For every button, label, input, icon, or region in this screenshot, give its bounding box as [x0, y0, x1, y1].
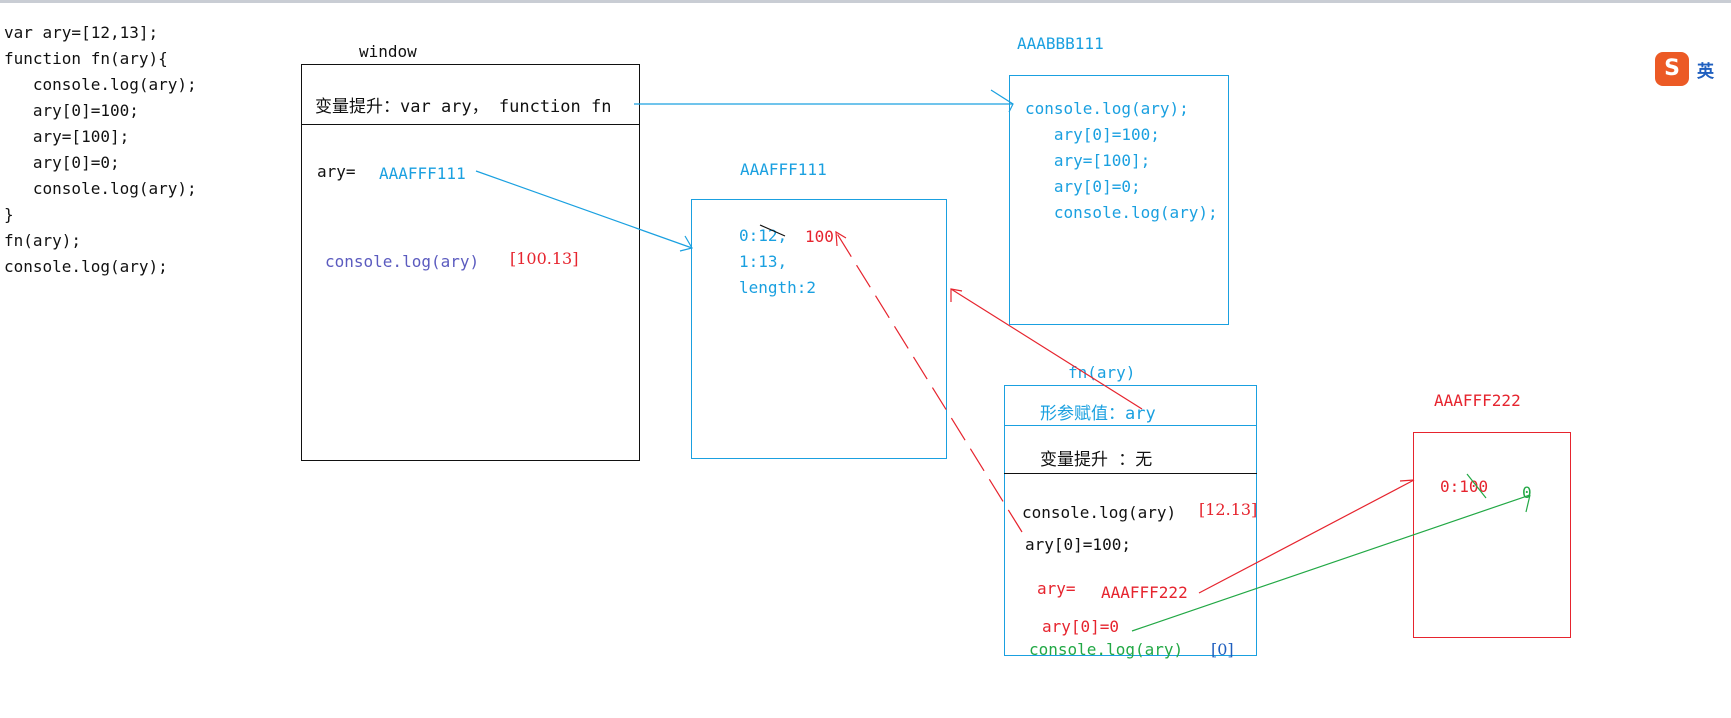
code-line: fn(ary);	[4, 231, 82, 250]
func-code-line: ary[0]=100;	[1025, 125, 1160, 144]
func-code-line: ary[0]=0;	[1025, 177, 1141, 196]
func-heap-title: AAABBB111	[1017, 34, 1104, 53]
code-line: console.log(ary);	[4, 257, 168, 276]
fn-hoisting: 变量提升 ：无	[1040, 450, 1153, 470]
fn-line-set-zero: ary[0]=0	[1042, 617, 1120, 636]
window-ary-ref: AAAFFF111	[379, 164, 466, 183]
code-line: var ary=[12,13];	[4, 23, 159, 42]
heap2-row0-new-value: 0	[1522, 483, 1532, 502]
fn-line-ary-label: ary=	[1037, 579, 1076, 598]
window-scope-box	[301, 64, 640, 461]
ime-indicator[interactable]: S 英	[1655, 52, 1731, 86]
func-heap-box	[1009, 75, 1229, 325]
arrow-head	[1525, 494, 1531, 513]
heap1-box	[691, 199, 947, 459]
heap1-row0: 0:12,	[739, 226, 788, 245]
arrow-set-zero-to-heap2	[1131, 494, 1531, 632]
arrow-head	[835, 230, 847, 247]
window-divider	[301, 124, 640, 125]
strike-heap2-value	[1466, 473, 1487, 499]
window-console-result: [100.13]	[510, 249, 579, 268]
dashed-modify-arrow	[835, 231, 1023, 533]
arrow-head	[679, 235, 693, 252]
heap1-row1: 1:13,	[739, 252, 788, 271]
window-ary-label: ary=	[317, 162, 356, 181]
heap1-title: AAAFFF111	[740, 160, 827, 179]
fn-line-console-result: [12.13]	[1199, 500, 1258, 519]
heap1-length: length:2	[739, 278, 817, 297]
fn-line-assign-index: ary[0]=100;	[1025, 535, 1131, 554]
code-line: function fn(ary){	[4, 49, 168, 68]
heap1-row0-new-value: 100	[805, 227, 834, 246]
code-line: }	[4, 205, 14, 224]
fn-line-ary-ref: AAAFFF222	[1101, 583, 1188, 602]
code-line: ary=[100];	[4, 127, 130, 146]
window-console-text: console.log(ary)	[325, 252, 480, 271]
arrow-ary-to-heap1	[475, 170, 693, 249]
func-heap-code: console.log(ary); ary[0]=100; ary=[100];…	[1025, 96, 1218, 226]
sogou-logo-icon: S	[1655, 52, 1689, 86]
arrow-ref-to-heap2	[1198, 479, 1415, 594]
fn-line-console-2: console.log(ary)	[1029, 640, 1184, 659]
fn-scope-divider-1	[1004, 425, 1257, 426]
strike-old-value	[759, 224, 786, 237]
code-line: ary[0]=100;	[4, 101, 139, 120]
func-code-line: console.log(ary);	[1025, 203, 1218, 222]
source-code: var ary=[12,13]; function fn(ary){ conso…	[4, 20, 197, 280]
arrow-head	[950, 288, 963, 302]
ime-language-label: 英	[1697, 62, 1714, 82]
heap2-title: AAAFFF222	[1434, 391, 1521, 410]
fn-param-assign: 形参赋值：ary	[1040, 404, 1156, 424]
arrow-head	[990, 89, 1014, 113]
fn-scope-divider-2	[1004, 473, 1257, 474]
arrow-param-to-heap1	[950, 288, 1143, 410]
arrow-head	[1399, 479, 1415, 482]
heap2-row0: 0:100	[1440, 477, 1489, 496]
fn-line-console-2-result: [0]	[1211, 640, 1234, 659]
func-code-line: ary=[100];	[1025, 151, 1151, 170]
func-code-line: console.log(ary);	[1025, 99, 1189, 118]
top-border	[0, 0, 1731, 3]
window-hoisting-text: 变量提升：var ary， function fn	[315, 97, 612, 117]
code-line: ary[0]=0;	[4, 153, 120, 172]
code-line: console.log(ary);	[4, 179, 197, 198]
window-title: window	[359, 42, 417, 61]
code-line: console.log(ary);	[4, 75, 197, 94]
fn-line-console: console.log(ary)	[1022, 503, 1177, 522]
fn-scope-title: fn(ary)	[1068, 363, 1136, 382]
fn-scope-box	[1004, 385, 1257, 656]
